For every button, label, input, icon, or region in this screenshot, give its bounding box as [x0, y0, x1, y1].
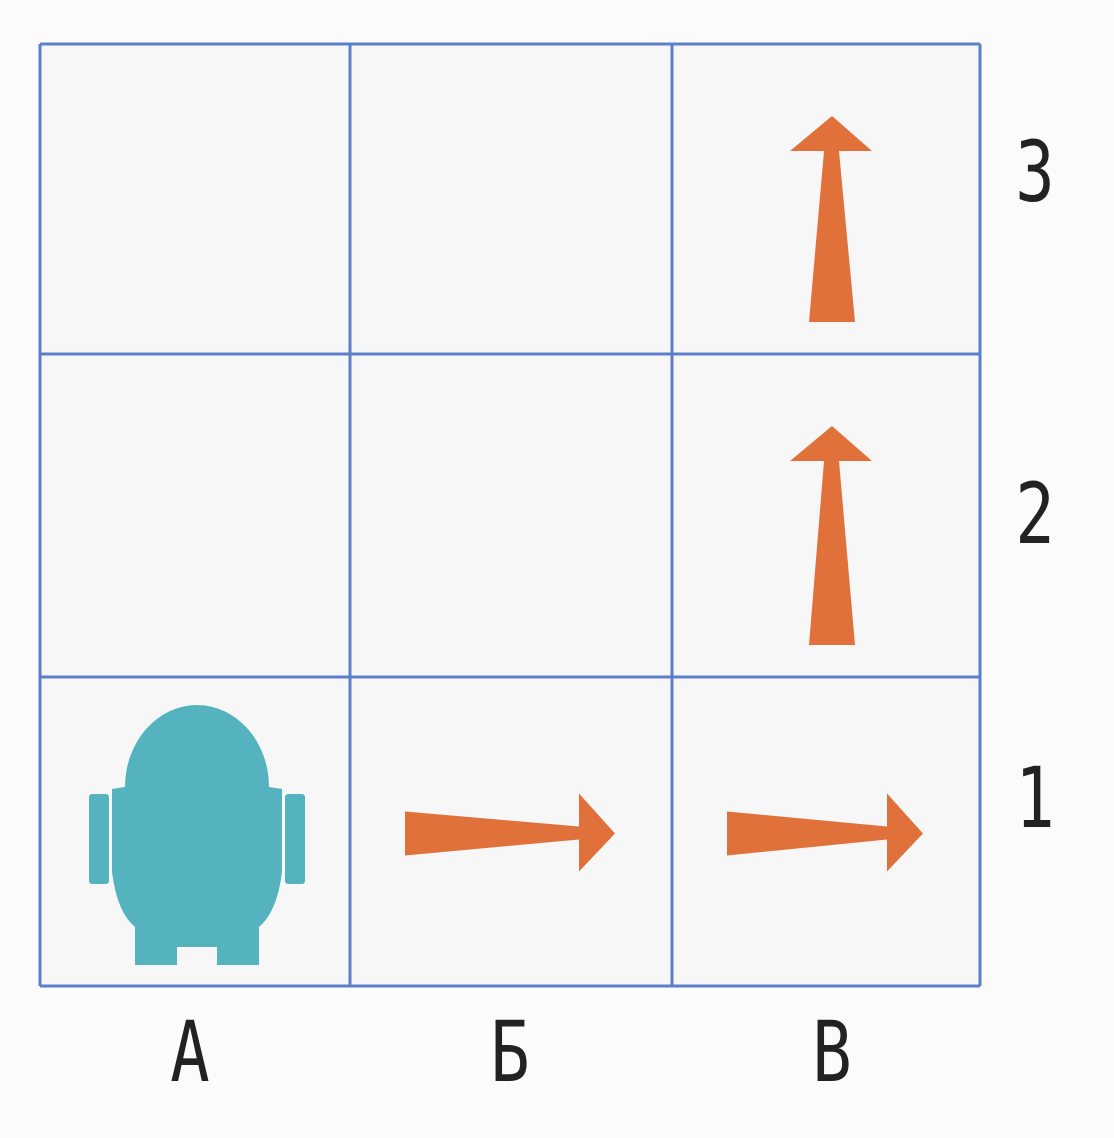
column-label-a: А	[170, 1003, 210, 1101]
grid-cell-Б2	[350, 354, 672, 677]
row-label-2: 2	[1015, 465, 1055, 563]
column-label-v: В	[812, 1003, 852, 1101]
grid-cell-А3	[40, 44, 350, 354]
grid-cell-А2	[40, 354, 350, 677]
arrow-up-icon-В3	[790, 116, 872, 322]
row-label-3: 3	[1015, 123, 1055, 221]
grid-cell-Б3	[350, 44, 672, 354]
arrow-right-icon-В1	[727, 793, 923, 872]
column-label-b: Б	[490, 1003, 530, 1101]
arrow-up-icon-В2	[790, 426, 872, 645]
arrow-right-icon-Б1	[405, 793, 615, 872]
row-label-1: 1	[1015, 749, 1055, 847]
robot-icon	[89, 705, 305, 965]
